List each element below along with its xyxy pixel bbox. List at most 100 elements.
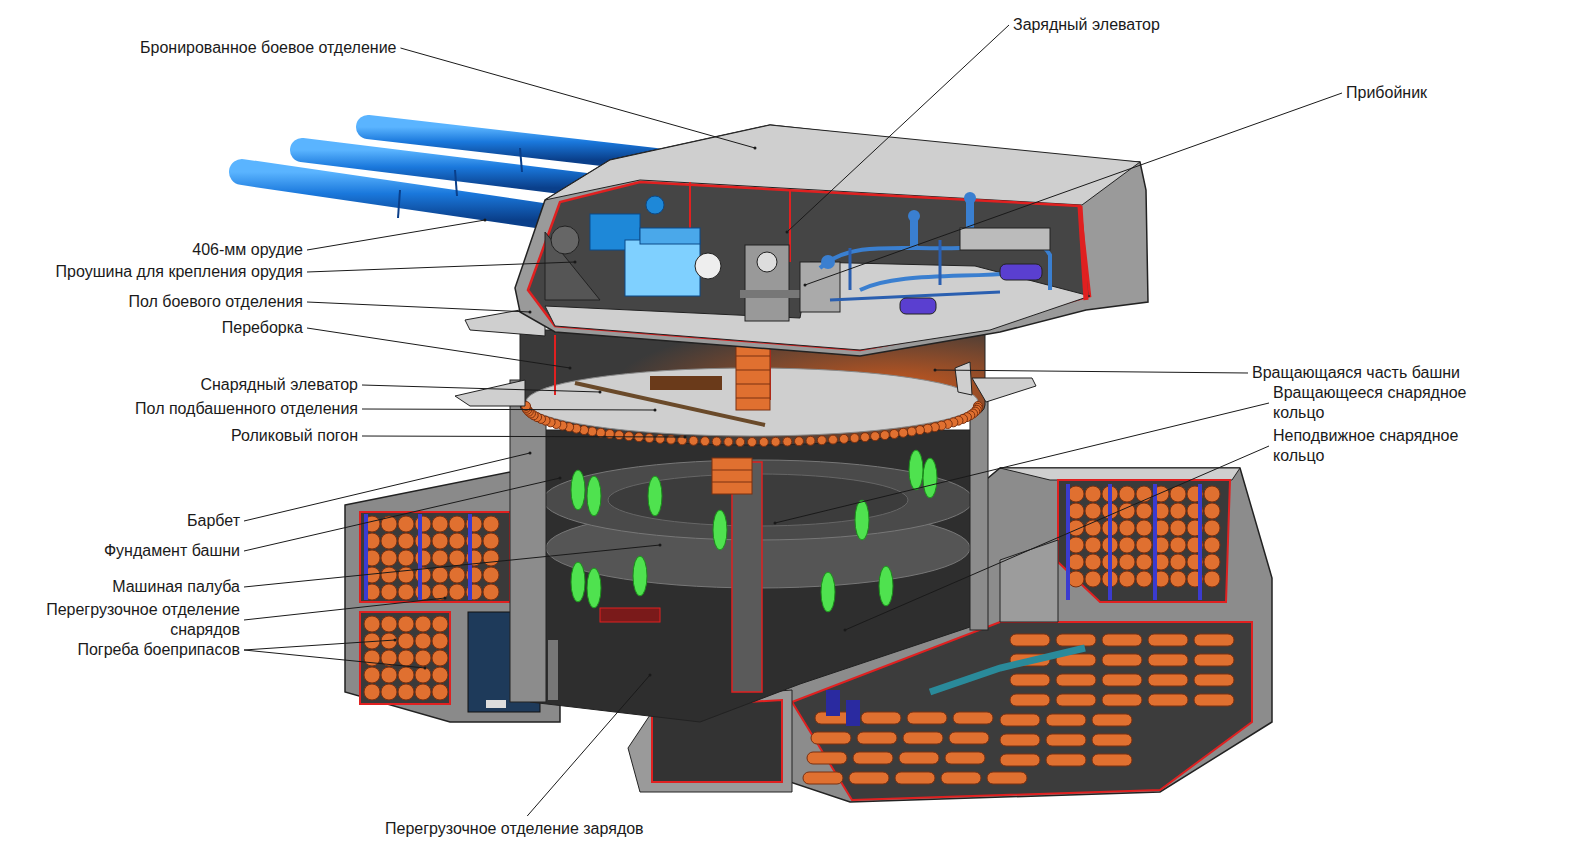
shell-stack [1068, 537, 1084, 553]
green-shell [571, 562, 585, 602]
green-shell [909, 450, 923, 490]
part-label: Неподвижное снарядное кольцо [1273, 426, 1498, 466]
charge-stack [1056, 674, 1096, 686]
part-label: Вращающееся снарядное кольцо [1273, 383, 1498, 423]
leader-dot [804, 284, 807, 287]
shell-stack [1153, 484, 1157, 600]
part-label: Барбет [187, 511, 240, 531]
leader-dot [424, 667, 427, 670]
part-label: Проушина для крепления орудия [56, 262, 303, 282]
shell-stack [1204, 537, 1220, 553]
shell-stack [398, 584, 414, 600]
part-label-box: Машиная палуба [112, 577, 240, 597]
conveyor [846, 700, 860, 726]
gun-machinery [695, 253, 721, 279]
turret-housing [515, 125, 1148, 356]
leader-line [845, 446, 1269, 630]
shell-stack [415, 650, 431, 666]
gun-barrel [398, 190, 400, 218]
charge-stack [1010, 674, 1050, 686]
gun-machinery [625, 240, 700, 296]
shell-stack [483, 584, 499, 600]
roller-path [899, 428, 908, 437]
charge-stack [987, 772, 1027, 784]
shell-stack [432, 667, 448, 683]
roller-path [736, 437, 745, 446]
gun-machinery [545, 196, 800, 321]
charge-stack [1194, 634, 1234, 646]
part-label: Зарядный элеватор [1013, 15, 1160, 35]
part-label-box: Барбет [187, 511, 240, 531]
roller-path [850, 434, 859, 443]
shell-stack [364, 667, 380, 683]
green-shell [821, 572, 835, 612]
shell-stack [1119, 486, 1135, 502]
charge-stack [1102, 654, 1142, 666]
shell-stack [364, 684, 380, 700]
leader-line [244, 545, 660, 587]
part-label: 406-мм орудие [192, 240, 303, 260]
charge-stack [1148, 634, 1188, 646]
hull-block [1058, 480, 1230, 602]
shell-stack [381, 616, 397, 632]
shell-stack [449, 516, 465, 532]
shell-stack [415, 616, 431, 632]
charge-stack [1056, 634, 1096, 646]
shell-stack [415, 667, 431, 683]
charge-stack [1194, 674, 1234, 686]
leader-dot [786, 231, 789, 234]
charge-stack [861, 712, 901, 724]
leader-dot [654, 409, 657, 412]
deck-plates [955, 362, 972, 395]
leader-dot [774, 522, 777, 525]
charge-stack [1148, 654, 1188, 666]
leader-line [244, 640, 395, 650]
part-label-box: Роликовый погон [231, 426, 358, 446]
shell-stack [381, 667, 397, 683]
gun-machinery [551, 226, 579, 254]
green-shell [633, 556, 647, 596]
charge-stack [903, 732, 943, 744]
charge-stack [1092, 714, 1132, 726]
part-label-box: Пол подбашенного отделения [135, 399, 358, 419]
part-label: Роликовый погон [231, 426, 358, 446]
rammer-machinery [960, 228, 1050, 250]
charge-stack [899, 752, 939, 764]
shell-stack [432, 650, 448, 666]
part-label-box: Погреба боеприпасов [77, 640, 240, 660]
leader-line [307, 302, 530, 312]
shell-stack [398, 650, 414, 666]
shell-stack [418, 514, 422, 600]
barbet [548, 640, 558, 700]
charge-stack [1194, 694, 1234, 706]
part-label-box: Бронированное боевое отделение [140, 38, 396, 58]
charge-stack [1046, 714, 1086, 726]
part-label-box: Переборка [222, 318, 303, 338]
leader-line [775, 403, 1269, 523]
charge-stack [1056, 694, 1096, 706]
shell-stack [364, 514, 368, 600]
part-label: Снарядный элеватор [200, 375, 358, 395]
charge-stack [1102, 674, 1142, 686]
shell-stack [449, 533, 465, 549]
shell-stack [1204, 520, 1220, 536]
charge-stack [1102, 694, 1142, 706]
shell-stack [432, 633, 448, 649]
shell-stack [398, 550, 414, 566]
charge-stack [895, 772, 935, 784]
part-label: Бронированное боевое отделение [140, 38, 396, 58]
shell-stack [1119, 554, 1135, 570]
leader-line [244, 650, 425, 668]
leader-dot [659, 544, 662, 547]
shell-stack [432, 584, 448, 600]
barbet [600, 608, 660, 622]
turret-housing [1080, 206, 1086, 300]
leader-line [307, 220, 485, 250]
part-label-box: Фундамент башни [104, 541, 240, 561]
charge-stack [1046, 734, 1086, 746]
charge-stack [1148, 694, 1188, 706]
shell-stack [1170, 520, 1186, 536]
charge-stack [853, 752, 893, 764]
shell-stack [1136, 486, 1152, 502]
